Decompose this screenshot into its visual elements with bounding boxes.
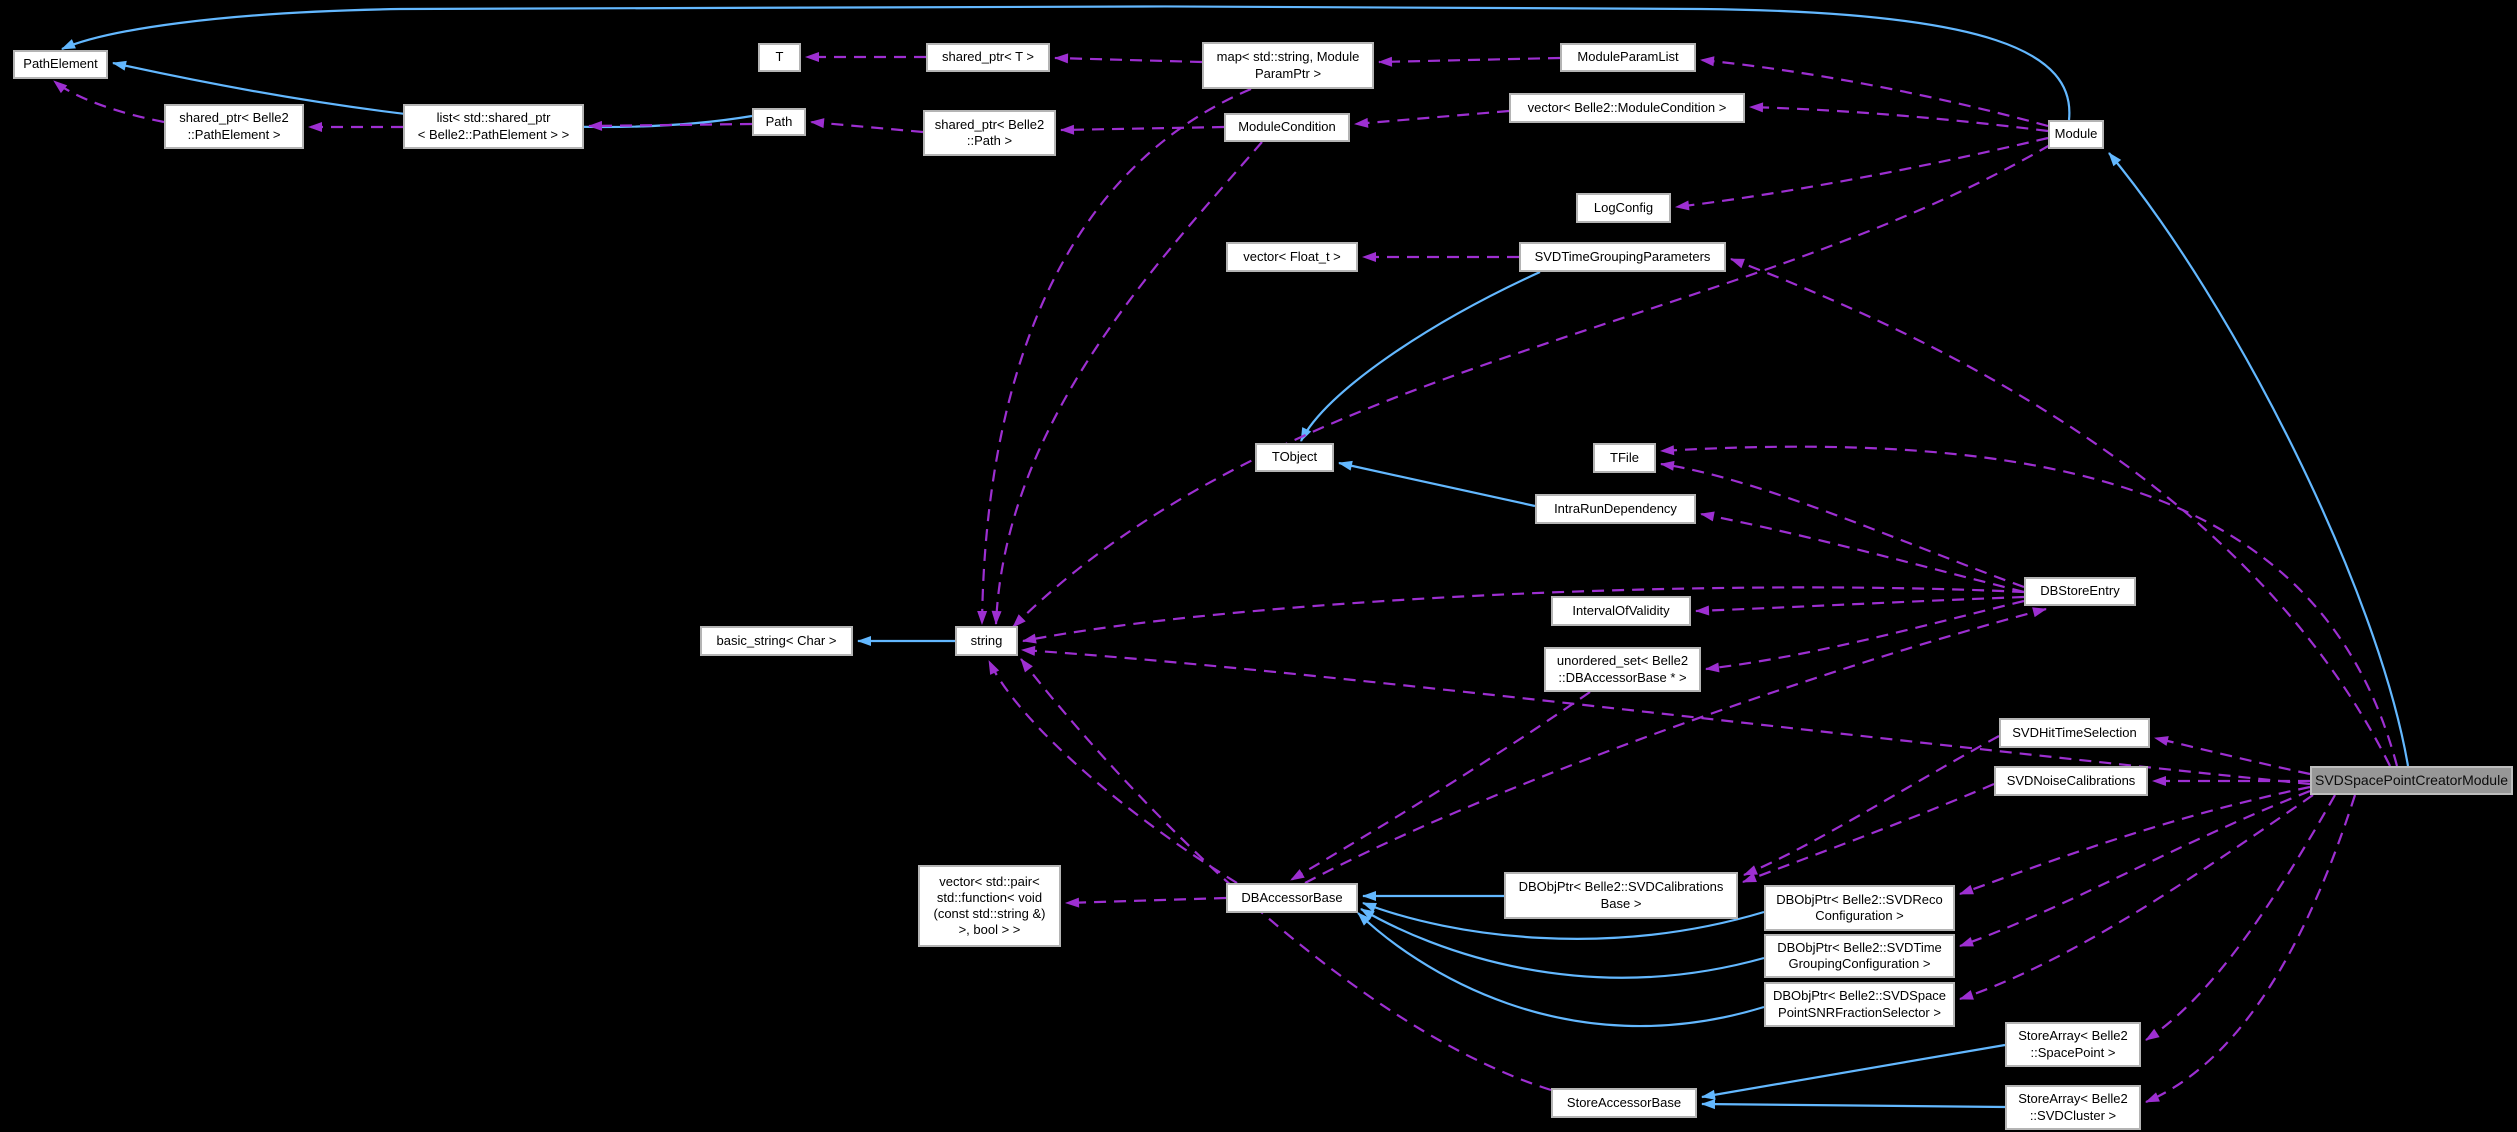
node-intrarundependency[interactable]: IntraRunDependency	[1535, 494, 1696, 524]
edge-module-to-pathelement	[61, 5, 2071, 121]
node-vector-float-t[interactable]: vector< Float_t >	[1226, 242, 1358, 272]
edge-unordered-set-dbaccessorbase-to-dbaccessorbase	[1290, 691, 1591, 881]
node-dbobjptr-svdrecoconfiguration[interactable]: DBObjPtr< Belle2::SVDReco Configuration …	[1764, 885, 1955, 931]
edge-dbstoreentry-to-intervalofvalidity	[1695, 595, 2025, 616]
node-module[interactable]: Module	[2048, 120, 2104, 149]
edge-shared-ptr-path-to-path	[810, 118, 924, 134]
edge-svdspacepointcreatormodule-to-dbobjptr-svdtimegroupingconfiguration	[1959, 789, 2311, 948]
node-path[interactable]: Path	[752, 108, 806, 136]
edge-dbaccessorbase-to-string	[988, 660, 1238, 884]
edge-storearray-spacepoint-to-storeaccessorbase	[1701, 1043, 2006, 1100]
node-string[interactable]: string	[955, 626, 1018, 656]
edge-dbaccessorbase-to-dbstoreentry	[1304, 607, 2047, 884]
node-moduleparamlist[interactable]: ModuleParamList	[1560, 43, 1696, 72]
node-svdtimegroupingparameters[interactable]: SVDTimeGroupingParameters	[1519, 242, 1726, 272]
edge-storeaccessorbase-to-string	[1020, 658, 1552, 1092]
edge-moduleparamlist-to-map-string-moduleparamptr	[1378, 56, 1561, 67]
edge-svdnoisecalibrations-to-dbobjptr-svdcalibrationsbase	[1742, 782, 1995, 884]
edge-svdspacepointcreatormodule-to-dbobjptr-svdspacepointsnrfractionselector	[1959, 794, 2314, 1001]
node-pathelement[interactable]: PathElement	[13, 50, 108, 79]
edge-svdspacepointcreatormodule-to-string	[1021, 645, 2311, 786]
node-unordered-set-dbaccessorbase[interactable]: unordered_set< Belle2 ::DBAccessorBase *…	[1544, 647, 1701, 692]
node-vector-pair-function-bool[interactable]: vector< std::pair< std::function< void (…	[918, 865, 1061, 947]
edge-dbobjptr-svdspacepointsnrfractionselector-to-dbaccessorbase	[1357, 912, 1765, 1028]
node-svdspacepointcreatormodule: SVDSpacePointCreatorModule	[2310, 766, 2513, 795]
node-svdhittimeselection[interactable]: SVDHitTimeSelection	[1999, 718, 2150, 748]
node-shared-ptr-path[interactable]: shared_ptr< Belle2 ::Path >	[923, 110, 1056, 156]
edge-dbstoreentry-to-intrarundependency	[1700, 511, 2025, 594]
edge-modulecondition-to-string	[991, 141, 1263, 625]
edge-map-string-moduleparamptr-to-string	[977, 87, 1252, 625]
edge-dbobjptr-svdtimegroupingconfiguration-to-dbaccessorbase	[1360, 908, 1765, 979]
node-shared-ptr-t[interactable]: shared_ptr< T >	[926, 43, 1050, 72]
edge-svdspacepointcreatormodule-to-storearray-svdcluster	[2145, 794, 2357, 1104]
edge-svdtimegroupingparameters-to-tobject	[1300, 270, 1541, 442]
edge-module-to-string	[1012, 144, 2051, 628]
node-logconfig[interactable]: LogConfig	[1576, 193, 1671, 223]
edge-module-to-vector-modulecondition	[1749, 102, 2049, 133]
node-dbaccessorbase[interactable]: DBAccessorBase	[1226, 883, 1358, 913]
node-dbobjptr-svdtimegroupingconfiguration[interactable]: DBObjPtr< Belle2::SVDTime GroupingConfig…	[1764, 934, 1955, 978]
node-storeaccessorbase[interactable]: StoreAccessorBase	[1551, 1088, 1697, 1118]
edge-dbstoreentry-to-tfile	[1660, 460, 2025, 589]
node-dbstoreentry[interactable]: DBStoreEntry	[2024, 577, 2136, 606]
edges-group	[53, 5, 2410, 1110]
edge-map-string-moduleparamptr-to-shared-ptr-t	[1054, 53, 1203, 64]
node-shared-ptr-pathelement[interactable]: shared_ptr< Belle2 ::PathElement >	[164, 104, 304, 149]
node-tfile[interactable]: TFile	[1593, 443, 1656, 473]
edge-modulecondition-to-shared-ptr-path	[1060, 124, 1225, 135]
node-map-string-moduleparamptr[interactable]: map< std::string, Module ParamPtr >	[1202, 42, 1374, 89]
edge-module-to-moduleparamlist	[1700, 56, 2049, 128]
node-svdnoisecalibrations[interactable]: SVDNoiseCalibrations	[1994, 766, 2148, 796]
node-tobject[interactable]: TObject	[1255, 443, 1334, 472]
edge-dbstoreentry-to-string	[1022, 586, 2025, 644]
edge-svdspacepointcreatormodule-to-tfile	[1660, 445, 2399, 767]
edge-svdhittimeselection-to-dbobjptr-svdcalibrationsbase	[1743, 735, 2000, 877]
node-basic-string-char[interactable]: basic_string< Char >	[700, 626, 853, 656]
edge-svdspacepointcreatormodule-to-svdtimegroupingparameters	[1730, 257, 2391, 767]
edge-svdspacepointcreatormodule-to-module	[2108, 152, 2410, 767]
edge-module-to-logconfig	[1675, 136, 2049, 211]
edge-svdspacepointcreatormodule-to-dbobjptr-svdrecoconfiguration	[1959, 785, 2311, 896]
edge-dbstoreentry-to-unordered-set-dbaccessorbase	[1705, 599, 2025, 673]
node-dbobjptr-svdspacepointsnrfractionselector[interactable]: DBObjPtr< Belle2::SVDSpace PointSNRFract…	[1764, 982, 1955, 1027]
node-modulecondition[interactable]: ModuleCondition	[1224, 113, 1350, 142]
node-dbobjptr-svdcalibrationsbase[interactable]: DBObjPtr< Belle2::SVDCalibrations Base >	[1504, 872, 1738, 919]
edge-svdspacepointcreatormodule-to-storearray-spacepoint	[2145, 794, 2336, 1041]
node-t[interactable]: T	[758, 43, 801, 72]
edge-path-to-list-shared-ptr-pathelement	[588, 120, 753, 131]
node-vector-modulecondition[interactable]: vector< Belle2::ModuleCondition >	[1509, 93, 1745, 123]
edge-dbaccessorbase-to-vector-pair-function-bool	[1065, 896, 1227, 908]
edge-vector-modulecondition-to-modulecondition	[1354, 109, 1510, 128]
edge-svdspacepointcreatormodule-to-svdhittimeselection	[2154, 736, 2311, 776]
node-intervalofvalidity[interactable]: IntervalOfValidity	[1551, 596, 1691, 626]
edge-intrarundependency-to-tobject	[1338, 460, 1536, 508]
node-list-shared-ptr-pathelement[interactable]: list< std::shared_ptr < Belle2::PathElem…	[403, 104, 584, 149]
node-storearray-svdcluster[interactable]: StoreArray< Belle2 ::SVDCluster >	[2005, 1085, 2141, 1130]
edge-storearray-svdcluster-to-storeaccessorbase	[1701, 1099, 2006, 1110]
edge-shared-ptr-pathelement-to-pathelement	[53, 80, 165, 124]
node-storearray-spacepoint[interactable]: StoreArray< Belle2 ::SpacePoint >	[2005, 1022, 2141, 1067]
edge-dbobjptr-svdrecoconfiguration-to-dbaccessorbase	[1362, 901, 1765, 940]
